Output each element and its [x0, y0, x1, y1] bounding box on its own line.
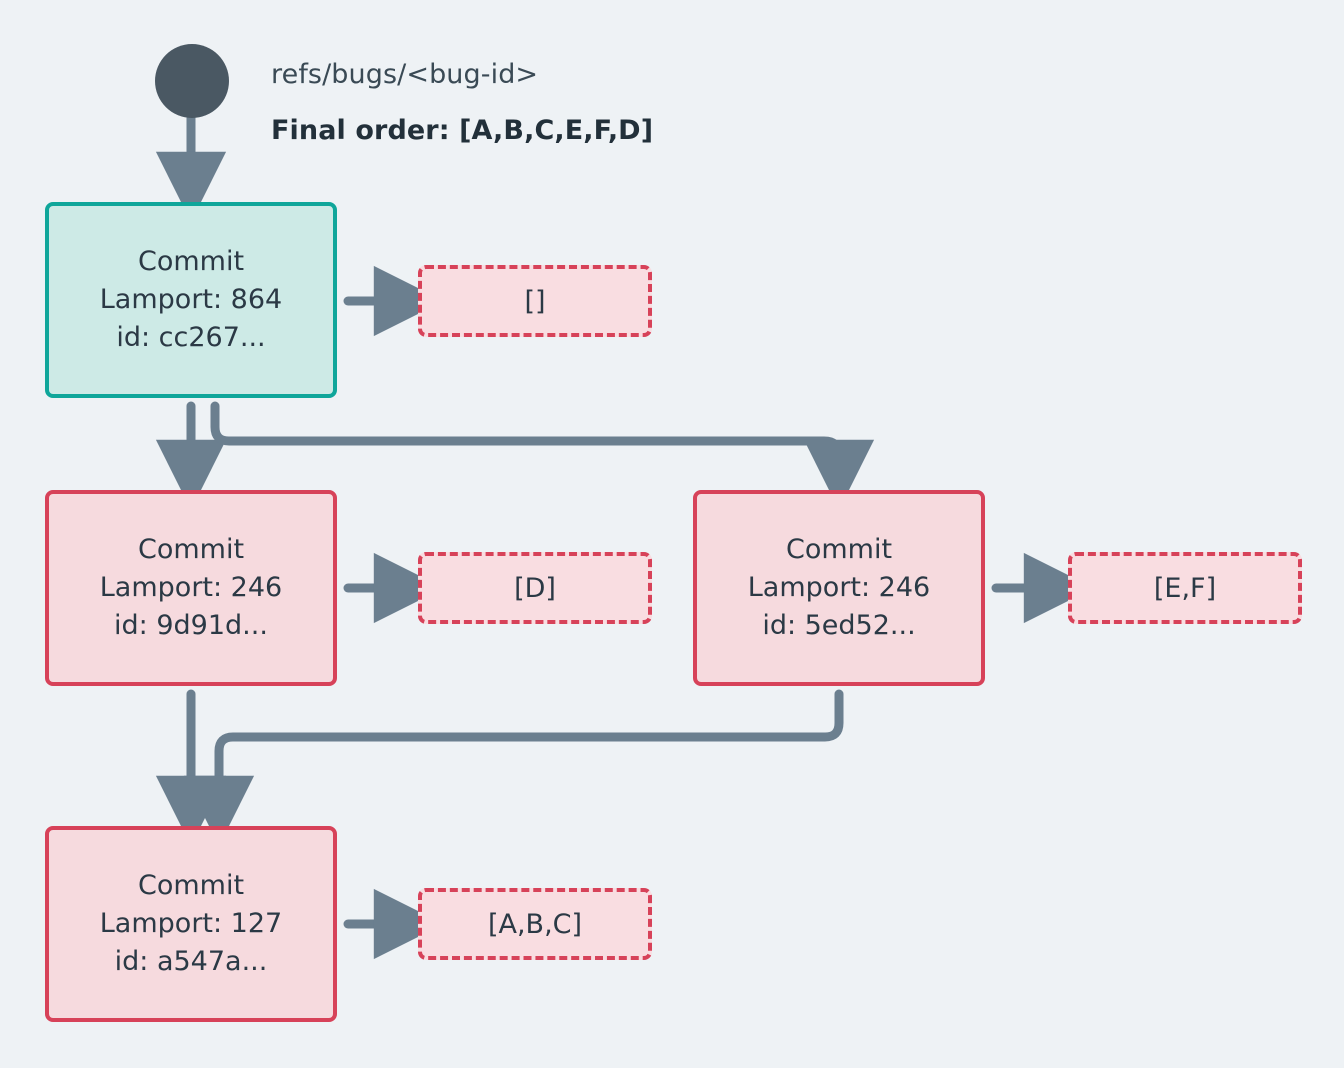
root-ref-dot[interactable]: [155, 44, 229, 118]
ops-box-a547a[interactable]: [A,B,C]: [418, 888, 652, 960]
ref-label: refs/bugs/<bug-id>: [271, 59, 539, 90]
commit-lamport: Lamport: 246: [99, 571, 283, 603]
commit-title: Commit: [137, 869, 245, 901]
commit-node-a547a[interactable]: Commit Lamport: 127 id: a547a...: [45, 826, 337, 1022]
ops-label: []: [524, 285, 546, 317]
ops-label: [D]: [514, 572, 556, 604]
commit-title: Commit: [137, 533, 245, 565]
commit-lamport: Lamport: 246: [747, 571, 931, 603]
commit-title: Commit: [137, 245, 245, 277]
commit-node-5ed52[interactable]: Commit Lamport: 246 id: 5ed52...: [693, 490, 985, 686]
ops-box-5ed52[interactable]: [E,F]: [1068, 552, 1302, 624]
commit-node-cc267[interactable]: Commit Lamport: 864 id: cc267...: [45, 202, 337, 398]
commit-hash: id: cc267...: [116, 322, 266, 354]
ops-label: [E,F]: [1153, 572, 1217, 604]
commit-hash: id: 5ed52...: [762, 610, 916, 642]
edge-cc267-to-5ed52: [210, 401, 875, 511]
edge-5ed52-to-a547a: [183, 689, 844, 847]
ops-label: [A,B,C]: [487, 908, 583, 940]
commit-title: Commit: [785, 533, 893, 565]
ops-box-9d91d[interactable]: [D]: [418, 552, 652, 624]
commit-hash: id: a547a...: [114, 946, 268, 978]
commit-node-9d91d[interactable]: Commit Lamport: 246 id: 9d91d...: [45, 490, 337, 686]
commit-lamport: Lamport: 127: [99, 907, 283, 939]
final-order-label: Final order: [A,B,C,E,F,D]: [271, 115, 654, 146]
ops-box-cc267[interactable]: []: [418, 265, 652, 337]
commit-lamport: Lamport: 864: [99, 283, 283, 315]
commit-hash: id: 9d91d...: [114, 610, 268, 642]
